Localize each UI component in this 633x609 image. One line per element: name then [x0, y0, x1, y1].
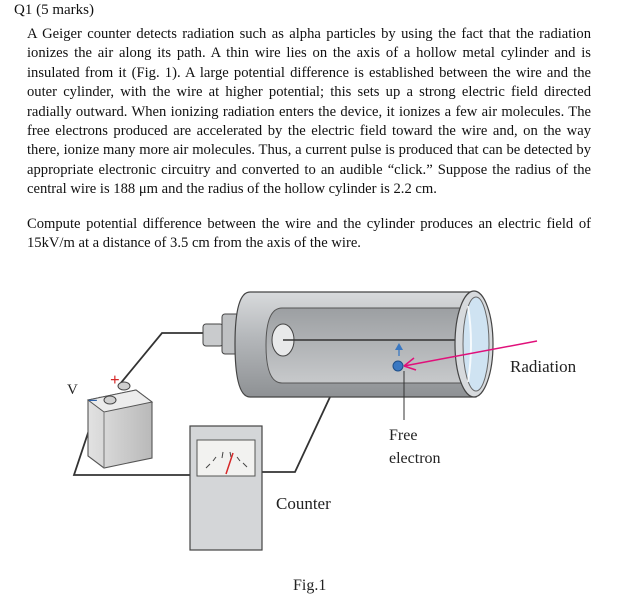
battery-icon [86, 381, 154, 469]
counter-label: Counter [276, 494, 331, 513]
geiger-counter-figure: Radiation Free electron Counter V + − Fi… [67, 290, 577, 594]
question-heading: Q1 (5 marks) [14, 2, 94, 18]
free-electron-label-line2: electron [389, 450, 441, 467]
radiation-label: Radiation [510, 357, 577, 376]
counter-meter-icon [189, 425, 263, 551]
free-electron-label-line1: Free [389, 427, 417, 444]
geiger-tube-icon [202, 290, 494, 398]
figure-caption: Fig.1 [293, 577, 326, 594]
voltage-label: V [67, 382, 78, 398]
radiation-ray [403, 340, 538, 371]
question-paragraph-2: Compute potential difference between the… [27, 216, 591, 252]
battery-plus-label: + [110, 370, 120, 389]
battery-minus-label: − [88, 391, 98, 410]
question-paragraph-1: A Geiger counter detects radiation such … [27, 26, 591, 198]
free-electron-marker [392, 343, 405, 420]
